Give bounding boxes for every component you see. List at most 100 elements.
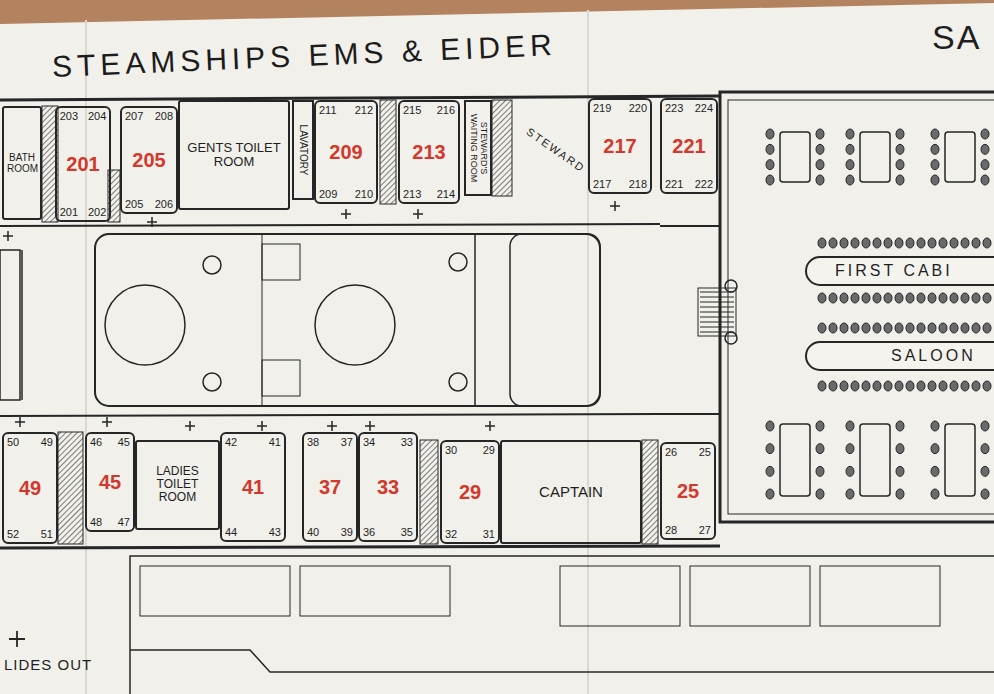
- berth-number: 41: [269, 436, 281, 448]
- berth-number: 204: [88, 110, 106, 122]
- ventilator: [203, 256, 221, 274]
- swivel-chair: [983, 293, 991, 303]
- saloon-tables: [780, 132, 975, 496]
- cabin: 3837374039: [302, 432, 358, 542]
- dining-table: [945, 132, 975, 182]
- swivel-chair: [928, 323, 936, 333]
- swivel-chair: [884, 293, 892, 303]
- swivel-chair: [818, 381, 826, 391]
- slide-marker: [102, 417, 112, 427]
- berth-number: 33: [401, 436, 413, 448]
- swivel-chair: [931, 129, 939, 139]
- hatched-wall: [58, 432, 83, 544]
- cabin: 5049495251: [2, 432, 58, 544]
- hatched-wall: [642, 440, 658, 544]
- swivel-chair: [884, 381, 892, 391]
- swivel-chair: [939, 293, 947, 303]
- berth-number: 27: [699, 524, 711, 536]
- cabin-number: 213: [412, 141, 445, 163]
- stair-step: [700, 302, 734, 303]
- swivel-chair: [884, 238, 892, 248]
- casing-detail: [262, 360, 300, 396]
- swivel-chair: [896, 129, 904, 139]
- toilet-room: LADIES TOILET ROOM: [135, 440, 220, 530]
- berth-number: 37: [341, 436, 353, 448]
- swivel-chair: [873, 293, 881, 303]
- cabin-number: 41: [242, 476, 264, 498]
- swivel-chair: [950, 381, 958, 391]
- cabin: 223224221221222: [660, 98, 718, 194]
- lower-room: [690, 566, 810, 626]
- swivel-chair: [896, 444, 904, 454]
- berth-number: 38: [307, 436, 319, 448]
- hatch-casing: [510, 234, 600, 406]
- swivel-chair: [873, 323, 881, 333]
- berth-number: 26: [665, 446, 677, 458]
- swivel-chair: [846, 175, 854, 185]
- swivel-chair: [917, 293, 925, 303]
- swivel-chair: [862, 238, 870, 248]
- berth-number: 219: [593, 102, 611, 114]
- berth-number: 52: [7, 528, 19, 540]
- berth-number: 209: [319, 188, 337, 200]
- slide-marker: [9, 631, 25, 647]
- berth-number: 218: [629, 178, 647, 190]
- saloon-entry: [660, 225, 720, 227]
- cabin-number: 201: [66, 153, 99, 175]
- saloon-table: FIRST CABI: [805, 256, 994, 286]
- swivel-chair: [931, 160, 939, 170]
- berth-number: 206: [155, 198, 173, 210]
- berth-number: 220: [629, 102, 647, 114]
- swivel-chair: [873, 238, 881, 248]
- captain-room: CAPTAIN: [500, 440, 642, 544]
- table-name: FIRST CABI: [835, 262, 953, 280]
- cabin-number: 49: [19, 477, 41, 499]
- swivel-chair: [939, 323, 947, 333]
- berth-number: 201: [60, 206, 78, 218]
- cabin-number: 217: [603, 135, 636, 157]
- swivel-chair: [906, 381, 914, 391]
- swivel-chair: [884, 323, 892, 333]
- stair-steps: [700, 292, 734, 332]
- legend-entry: LIDES OUT: [4, 628, 92, 673]
- berth-number: 30: [445, 444, 457, 456]
- swivel-chair: [829, 323, 837, 333]
- cabin-number: 205: [132, 149, 165, 171]
- ventilator: [449, 373, 467, 391]
- corridor-wall: [0, 224, 660, 226]
- cabin: 211212209209210: [314, 100, 378, 204]
- berth-number: 203: [60, 110, 78, 122]
- table-name: SALOON: [891, 347, 976, 365]
- toilet-room: GENTS TOILET ROOM: [178, 100, 290, 210]
- side-room: [21, 250, 23, 400]
- room-name: LAVATORY: [298, 104, 309, 196]
- slide-marker: [610, 201, 620, 211]
- swivel-chair: [829, 293, 837, 303]
- legend-sample: [6, 628, 28, 650]
- funnel-casing: [315, 285, 395, 365]
- hatched-wall: [492, 100, 512, 196]
- ventilator: [449, 253, 467, 271]
- engine-casing: [95, 234, 600, 406]
- swivel-chair: [961, 381, 969, 391]
- lower-hull: [130, 650, 994, 672]
- swivel-chair: [896, 175, 904, 185]
- slide-marker: [15, 417, 25, 427]
- swivel-chair: [906, 293, 914, 303]
- slide-marker: [147, 217, 157, 227]
- cabin-number: 209: [329, 141, 362, 163]
- swivel-chair: [895, 323, 903, 333]
- swivel-chair: [840, 323, 848, 333]
- berth-number: 214: [437, 188, 455, 200]
- slide-marker: [365, 421, 375, 431]
- swivel-chair: [862, 323, 870, 333]
- swivel-chair: [816, 466, 824, 476]
- swivel-chair: [895, 238, 903, 248]
- berth-number: 42: [225, 436, 237, 448]
- swivel-chair: [766, 160, 774, 170]
- swivel-chair: [928, 381, 936, 391]
- swivel-chair: [981, 489, 989, 499]
- swivel-chair: [931, 489, 939, 499]
- stair-step: [700, 322, 734, 323]
